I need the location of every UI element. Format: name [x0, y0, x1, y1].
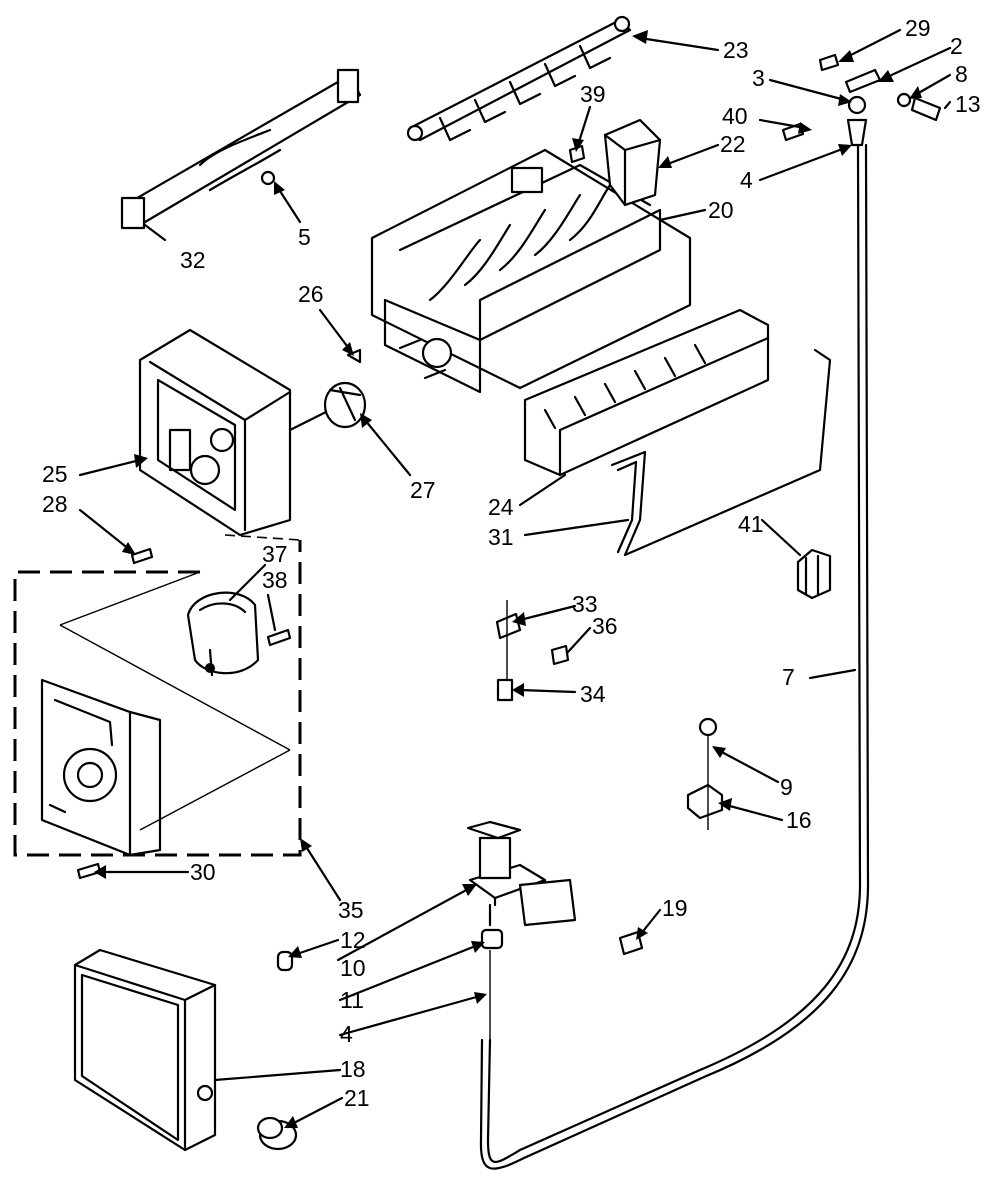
- label-13: 13: [955, 91, 981, 117]
- kit-control-plate: [40, 678, 162, 857]
- label-28: 28: [42, 491, 68, 517]
- label-26: 26: [298, 281, 324, 307]
- part-16-bracket: [686, 728, 724, 830]
- label-32: 32: [180, 247, 206, 273]
- part-10-valve: [466, 820, 577, 927]
- leader-lines: [78, 28, 952, 1128]
- label-7: 7: [782, 664, 795, 690]
- label-18: 18: [340, 1056, 366, 1082]
- label-4-top: 4: [740, 167, 753, 193]
- screws: [76, 144, 718, 1040]
- label-8: 8: [955, 61, 968, 87]
- label-39: 39: [580, 81, 606, 107]
- callout-labels: 23 29 2 3 8 13 40 22 4 20 39 5 32 26 27 …: [42, 15, 981, 1111]
- label-21: 21: [344, 1085, 370, 1111]
- part-24-rail: [523, 308, 770, 477]
- part-27-motor: [323, 348, 367, 429]
- part-12-grommet: [276, 950, 294, 972]
- label-35: 35: [338, 897, 364, 923]
- label-9: 9: [780, 774, 793, 800]
- label-29: 29: [905, 15, 931, 41]
- fittings-top-right: [781, 53, 942, 147]
- label-2: 2: [950, 33, 963, 59]
- label-11: 11: [340, 987, 364, 1013]
- label-24: 24: [488, 494, 514, 520]
- label-12: 12: [340, 927, 366, 953]
- label-4-bottom: 4: [340, 1021, 353, 1047]
- label-20: 20: [708, 197, 734, 223]
- label-16: 16: [786, 807, 812, 833]
- label-38: 38: [262, 567, 288, 593]
- label-10: 10: [340, 955, 366, 981]
- label-31: 31: [488, 524, 514, 550]
- part-41-clip: [796, 548, 832, 600]
- label-37: 37: [262, 541, 288, 567]
- label-36: 36: [592, 613, 618, 639]
- part-35-kit-outline: [13, 534, 302, 857]
- part-25-housing: [138, 328, 332, 537]
- label-25: 25: [42, 461, 68, 487]
- label-19: 19: [662, 895, 688, 921]
- label-33: 33: [572, 591, 598, 617]
- label-41: 41: [738, 511, 764, 537]
- label-30: 30: [190, 859, 216, 885]
- label-27: 27: [410, 477, 436, 503]
- part-11-nut: [480, 928, 504, 950]
- part-37-motor: [186, 591, 260, 677]
- part-22-cover: [603, 118, 662, 207]
- part-20-mold: [370, 148, 692, 394]
- label-22: 22: [720, 131, 746, 157]
- part-31-arm: [610, 348, 832, 557]
- label-34: 34: [580, 681, 606, 707]
- label-5: 5: [298, 224, 311, 250]
- part-32-harness: [120, 68, 362, 230]
- part-7-tube: [479, 143, 870, 1170]
- label-3: 3: [752, 65, 765, 91]
- part-23-ejector: [406, 15, 632, 142]
- label-23: 23: [723, 37, 749, 63]
- part-18-front-cover: [73, 948, 217, 1152]
- label-40: 40: [722, 103, 748, 129]
